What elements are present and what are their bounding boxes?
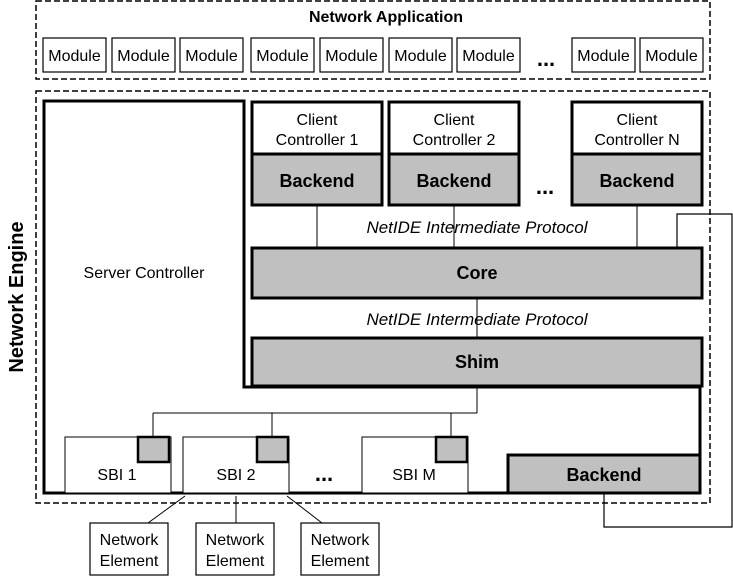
server-controller-label: Server Controller xyxy=(84,265,206,282)
svg-text:Module: Module xyxy=(645,48,698,65)
core-box: Core xyxy=(250,246,704,300)
svg-text:Module: Module xyxy=(394,48,447,65)
module-box: Module xyxy=(111,37,176,73)
client-controller: Client Controller N Backend xyxy=(570,100,704,207)
client-controller: Client Controller 2 Backend xyxy=(387,100,521,207)
network-element: Network Element xyxy=(195,522,275,576)
protocol-label-upper: NetIDE Intermediate Protocol xyxy=(366,218,588,237)
svg-text:Client: Client xyxy=(617,112,658,129)
sbi-box: SBI 2 xyxy=(182,435,290,494)
network-application-title: Network Application xyxy=(309,9,463,26)
svg-text:Module: Module xyxy=(185,48,238,65)
module-box: Module xyxy=(250,37,315,73)
client-backend xyxy=(250,152,384,207)
sbi-port xyxy=(255,435,290,464)
module-box: Module xyxy=(571,37,636,73)
svg-text:Backend: Backend xyxy=(599,171,674,191)
protocol-label-lower: NetIDE Intermediate Protocol xyxy=(366,310,588,329)
svg-text:SBI 1: SBI 1 xyxy=(97,467,136,484)
sbi-element-links xyxy=(147,495,323,524)
network-engine-label: Network Engine xyxy=(6,221,28,372)
client-backend xyxy=(387,152,521,207)
svg-text:Backend: Backend xyxy=(566,465,641,485)
shim-sbi-tree xyxy=(152,388,478,437)
sbi-ellipsis: ... xyxy=(315,461,333,486)
module-box: Module xyxy=(456,37,521,73)
svg-text:Backend: Backend xyxy=(279,171,354,191)
svg-text:Element: Element xyxy=(206,553,265,570)
svg-text:Controller N: Controller N xyxy=(594,132,679,149)
svg-text:Controller 2: Controller 2 xyxy=(413,132,496,149)
modules-ellipsis: ... xyxy=(537,46,555,71)
module-row: Module Module Module Module Module Modul… xyxy=(42,37,704,73)
svg-text:Module: Module xyxy=(462,48,515,65)
clients-ellipsis: ... xyxy=(536,174,554,199)
module-box: Module xyxy=(179,37,244,73)
svg-text:Element: Element xyxy=(311,553,370,570)
svg-text:Module: Module xyxy=(48,48,101,65)
server-backend-box: Backend xyxy=(506,453,702,495)
svg-text:Module: Module xyxy=(325,48,378,65)
module-box: Module xyxy=(42,37,107,73)
svg-text:Module: Module xyxy=(117,48,170,65)
network-element: Network Element xyxy=(89,522,169,576)
svg-text:Module: Module xyxy=(256,48,309,65)
network-element: Network Element xyxy=(300,522,380,576)
client-controller: Client Controller 1 Backend xyxy=(250,100,384,207)
svg-text:Module: Module xyxy=(577,48,630,65)
svg-text:Backend: Backend xyxy=(416,171,491,191)
svg-text:Element: Element xyxy=(100,553,159,570)
svg-text:SBI 2: SBI 2 xyxy=(216,467,255,484)
module-box: Module xyxy=(319,37,384,73)
client-backend xyxy=(570,152,704,207)
svg-text:Client: Client xyxy=(434,112,475,129)
svg-text:Shim: Shim xyxy=(455,352,499,372)
svg-text:Network: Network xyxy=(100,532,160,549)
sbi-box: SBI M xyxy=(361,435,469,494)
module-box: Module xyxy=(639,37,704,73)
sbi-port xyxy=(434,435,469,464)
network-application-frame xyxy=(35,0,711,80)
svg-text:Client: Client xyxy=(297,112,338,129)
module-box: Module xyxy=(388,37,453,73)
svg-text:SBI M: SBI M xyxy=(392,467,436,484)
shim-box: Shim xyxy=(250,336,704,388)
svg-text:Core: Core xyxy=(456,263,497,283)
svg-text:Controller 1: Controller 1 xyxy=(276,132,359,149)
sbi-box: SBI 1 xyxy=(64,435,172,494)
network-engine-frame xyxy=(35,90,711,504)
svg-text:Network: Network xyxy=(311,532,371,549)
svg-text:Network: Network xyxy=(206,532,266,549)
backend-to-core-link xyxy=(603,213,733,528)
sbi-port xyxy=(136,435,171,464)
